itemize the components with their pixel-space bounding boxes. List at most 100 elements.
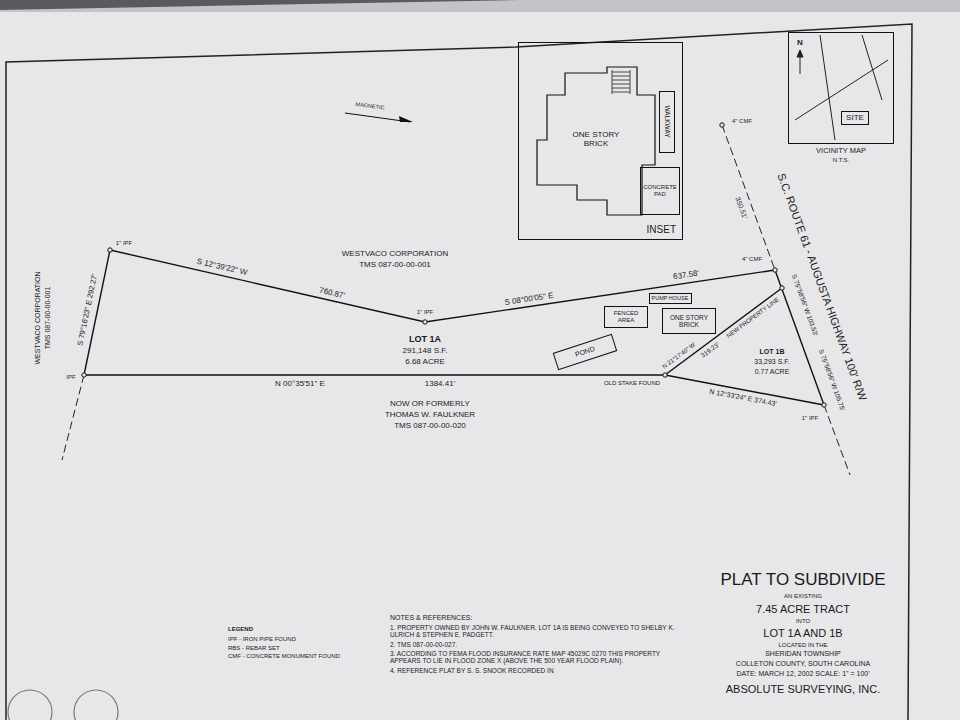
monument-label: OLD STAKE FOUND <box>604 380 660 387</box>
legend-entry: RBS - REBAR SET <box>228 645 280 652</box>
lot-label: LOT 1B <box>760 348 785 356</box>
note-text: 3. ACCORDING TO FEMA FLOOD INSURANCE RAT… <box>390 650 690 665</box>
sheet-border <box>6 24 912 720</box>
stair-hatch <box>612 72 630 92</box>
extension-line <box>722 125 775 270</box>
boundary-line <box>84 250 110 375</box>
monument-dot <box>82 373 86 377</box>
extension-line <box>824 405 850 475</box>
concrete-pad: CONCRETE PAD <box>640 167 680 215</box>
extension-lines <box>62 125 850 475</box>
north-arrow <box>345 113 413 122</box>
distance: 760.87' <box>318 286 345 301</box>
stair-hatch <box>612 70 630 94</box>
plat-title: PLAT TO SUBDIVIDE <box>720 570 885 590</box>
north-label: N <box>797 38 803 47</box>
bearing-distance: S 79°16'23" E 292.27' <box>76 274 99 347</box>
distance: 1384.41' <box>425 379 455 388</box>
title-line: DATE: MARCH 12, 2002 SCALE: 1" = 100' <box>736 670 869 678</box>
monument-dot <box>822 403 826 407</box>
monuments <box>82 123 826 407</box>
adjoiner-name: NOW OR FORMERLY <box>390 399 470 408</box>
bearing: N 21°17'40" W <box>661 342 696 371</box>
monument-label: IPF <box>66 374 75 381</box>
pump-house: PUMP HOUSE <box>649 293 692 304</box>
node-label: VICINITY MAP <box>816 147 866 155</box>
monument-label: 1" IPF <box>802 415 818 422</box>
property-boundary <box>84 250 824 405</box>
monument-dot <box>773 268 777 272</box>
monument-dot <box>108 248 112 252</box>
road-line <box>795 60 888 120</box>
photo-edge <box>0 0 960 12</box>
monument-label: 1" IPF <box>417 309 433 316</box>
notes-heading: NOTES & REFERENCES: <box>390 614 472 622</box>
bearing-distance: N 12°33'24" E 374.43' <box>709 388 778 409</box>
house-footprint: ONE STORY BRICK <box>662 308 716 334</box>
house-outline: ONE STORY BRICK <box>537 65 655 215</box>
node-label: ONE STORY BRICK <box>663 314 715 328</box>
house-outline-path <box>537 67 655 215</box>
acreage-label: 0.77 ACRE <box>755 368 790 376</box>
tms-number: TMS 087-00-00-001 <box>359 260 431 269</box>
area-label: 33,293 S.F. <box>754 358 789 366</box>
title-line: LOCATED IN THE <box>778 642 827 649</box>
note-text: 4. REFERENCE PLAT BY S. S. SNOOK RECORDE… <box>390 667 690 674</box>
node-label: SITE <box>846 114 864 123</box>
tms-number: TMS 087-00-00-001 <box>44 287 52 350</box>
acreage-label: 6.68 ACRE <box>405 357 445 366</box>
node-label: PUMP HOUSE <box>652 295 689 301</box>
bearing: N 00°35'51" E <box>275 379 325 388</box>
bearing: S 08°00'05" E <box>504 290 554 306</box>
boundary-line <box>665 375 824 405</box>
boundary-line <box>84 374 665 375</box>
distance: 319.23' <box>699 341 720 360</box>
adjoiner-name: WESTVACO CORPORATION <box>34 271 42 364</box>
note-text: 1. PROPERTY OWNED BY JOHN W. FAULKNER. L… <box>390 624 690 639</box>
adjoiner-name: WESTVACO CORPORATION <box>342 249 448 258</box>
boundary-line <box>110 250 775 322</box>
legend-heading: LEGEND <box>228 626 253 633</box>
legend-entry: IPF - IRON PIPE FOUND <box>228 636 296 643</box>
bearing: S 12°39'22" W <box>196 257 248 277</box>
magnetic-north-label: MAGNETIC <box>355 101 385 111</box>
tms-number: TMS 087-00-00-020 <box>394 421 466 430</box>
title-line: LOT 1A AND 1B <box>763 627 842 640</box>
node-label: INSET <box>647 224 676 235</box>
seal <box>74 690 118 720</box>
title-line: 7.45 ACRE TRACT <box>756 603 850 616</box>
adjoiner-name: THOMAS W. FAULKNER <box>385 410 475 419</box>
title-line: SHERIDAN TOWNSHIP <box>765 650 841 658</box>
monument-label: 4" CMF <box>742 256 762 263</box>
title-line: COLLETON COUNTY, SOUTH CAROLINA <box>736 660 870 668</box>
node-label: ONE STORY BRICK <box>566 131 626 149</box>
monument-dot <box>780 286 784 290</box>
vicinity-roads <box>795 35 888 140</box>
north-arrow-head <box>399 116 413 122</box>
road-line <box>820 35 835 140</box>
road-name: S.C. ROUTE 61 - AUGUSTA HIGHWAY 100' R/W <box>774 171 868 402</box>
bearing-distance: S 75°58'56" W 105.75' <box>817 348 846 412</box>
node-label: FENCED AREA <box>605 310 647 323</box>
inset-detail <box>612 70 630 94</box>
title-line: AN EXISTING <box>784 593 822 600</box>
node-label: CONCRETE PAD <box>641 184 679 197</box>
title-line: INTO <box>796 618 810 625</box>
area-label: 291,148 S.F. <box>403 346 448 355</box>
lot-label: LOT 1A <box>409 334 441 344</box>
monument-label: 1" IPF <box>116 240 132 247</box>
house-outline-shape <box>537 65 655 215</box>
vicinity-north-head <box>797 50 803 57</box>
site-marker: SITE <box>841 111 869 125</box>
distance: 350.51' <box>733 196 748 220</box>
node-label: POND <box>574 345 596 359</box>
surveyor-name: ABSOLUTE SURVEYING, INC. <box>726 683 880 696</box>
bearing-distance: S 75°58'56" W 103.53' <box>790 273 819 337</box>
node-label: WALKWAY <box>663 106 670 138</box>
road-line <box>862 35 882 100</box>
node-sublabel: N.T.S. <box>833 157 849 164</box>
